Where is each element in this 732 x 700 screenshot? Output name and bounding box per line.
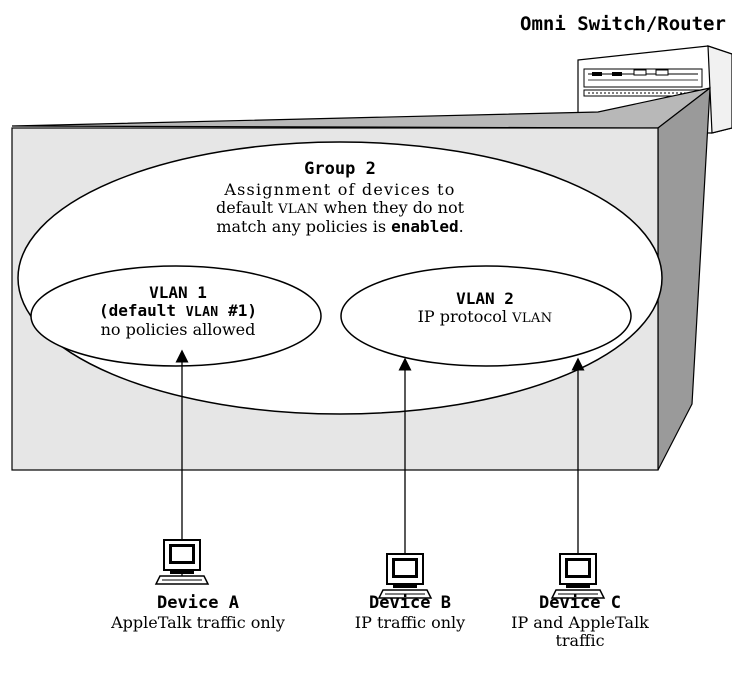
group-desc-line3: match any policies is enabled. <box>160 216 520 236</box>
device-b-label: Device B IP traffic only <box>310 593 510 632</box>
vlan2-label: VLAN 2 IP protocol VLAN <box>355 289 615 327</box>
vlan1-subtitle-vlan: VLAN <box>185 305 219 321</box>
computer-icon <box>154 539 210 585</box>
vlan2-desc: IP protocol VLAN <box>355 307 615 327</box>
vlan2-desc-a: IP protocol <box>417 307 508 327</box>
vlan1-label: VLAN 1 (default VLAN #1) no policies all… <box>48 283 308 339</box>
device-a-name: Device A <box>157 593 239 613</box>
switch-title: Omni Switch/Router <box>520 13 726 35</box>
device-a-label: Device A AppleTalk traffic only <box>48 593 348 632</box>
group-desc-line1: Assignment of devices to <box>224 180 456 199</box>
device-b-name: Device B <box>369 593 451 613</box>
vlan2-title: VLAN 2 <box>456 289 514 308</box>
computer-icon <box>377 553 433 599</box>
group-desc-period: . <box>458 216 464 236</box>
group-desc-enabled: enabled <box>391 216 459 236</box>
group-desc-match: match any policies is <box>216 216 387 236</box>
computer-icon <box>550 553 606 599</box>
device-c-name: Device C <box>539 593 621 613</box>
device-c-desc-line1: IP and AppleTalk <box>511 612 649 632</box>
device-a-desc: AppleTalk traffic only <box>111 612 285 632</box>
device-c-desc-line2: traffic <box>555 630 605 650</box>
group-desc-when: when they do not <box>323 198 465 218</box>
group-title: Group 2 <box>304 159 376 179</box>
vlan1-subtitle: (default VLAN #1) <box>48 301 308 321</box>
vlan1-title: VLAN 1 <box>149 283 207 302</box>
vlan1-subtitle-b: #1) <box>228 301 258 321</box>
device-b-desc: IP traffic only <box>354 612 466 632</box>
group-desc-default: default <box>215 198 273 218</box>
group-description: Assignment of devices to default VLAN wh… <box>160 180 520 236</box>
group-desc-vlan: VLAN <box>278 202 319 218</box>
vlan2-desc-vlan: VLAN <box>512 311 553 327</box>
vlan1-ellipse <box>30 265 322 367</box>
vlan1-subtitle-a: (default <box>98 301 177 321</box>
device-c-label: Device C IP and AppleTalk traffic <box>475 593 685 650</box>
vlan2-ellipse <box>340 265 632 367</box>
vlan1-desc: no policies allowed <box>100 319 256 339</box>
group-desc-line2: default VLAN when they do not <box>160 198 520 218</box>
